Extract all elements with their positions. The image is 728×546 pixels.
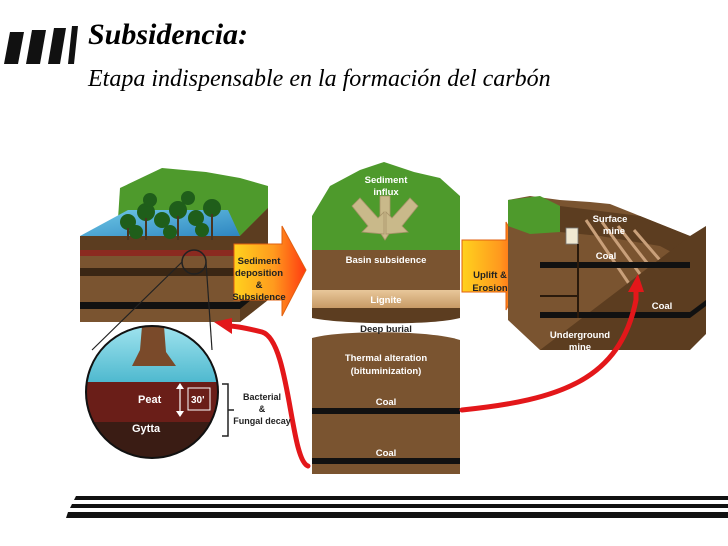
label-sediment-influx-2: influx bbox=[373, 187, 399, 198]
mining-block bbox=[508, 196, 706, 350]
label-sediment-influx-1: Sediment bbox=[365, 175, 409, 186]
red-cycle-arrowhead-left bbox=[214, 318, 232, 334]
label-lignite: Lignite bbox=[370, 295, 401, 306]
zoom-line-left bbox=[91, 261, 183, 351]
red-cycle-arrowhead-up bbox=[628, 274, 644, 292]
label-sediment-deposition-3: & bbox=[256, 280, 263, 291]
label-uplift-2: Erosion bbox=[472, 283, 508, 294]
zoom-line-right bbox=[205, 261, 213, 351]
label-decay-2: & bbox=[259, 404, 266, 414]
basin-block bbox=[312, 162, 460, 474]
label-surface-mine-2: mine bbox=[603, 226, 625, 237]
label-peat: Peat bbox=[138, 394, 162, 406]
label-uplift-1: Uplift & bbox=[473, 270, 507, 281]
label-coal-mine-right: Coal bbox=[652, 301, 673, 312]
label-thermal-alteration-2: (bituminization) bbox=[351, 366, 422, 377]
slide-title: Subsidencia: bbox=[88, 18, 249, 51]
slide-subtitle: Etapa indispensable en la formación del … bbox=[88, 66, 551, 92]
coal-formation-diagram: Sediment deposition & Subsidence Uplift … bbox=[80, 162, 706, 474]
label-sediment-deposition-4: Subsidence bbox=[232, 292, 285, 303]
red-cycle-return bbox=[225, 323, 311, 469]
label-thermal-alteration-1: Thermal alteration bbox=[345, 353, 428, 364]
label-coal-mine-upper: Coal bbox=[596, 251, 617, 262]
label-decay-3: Fungal decay bbox=[233, 416, 291, 426]
decay-bracket bbox=[222, 383, 234, 437]
swamp-trees bbox=[120, 191, 221, 239]
label-thickness: 30' bbox=[191, 395, 205, 406]
label-underground-mine-1: Underground bbox=[550, 330, 610, 341]
sediment-deposition-arrow bbox=[233, 225, 307, 317]
label-basin-subsidence: Basin subsidence bbox=[346, 255, 427, 266]
label-coal-lower: Coal bbox=[376, 448, 397, 459]
label-sediment-deposition-2: deposition bbox=[235, 268, 283, 279]
footer-rules-decoration bbox=[66, 496, 728, 518]
label-underground-mine-2: mine bbox=[569, 342, 591, 353]
label-surface-mine-1: Surface bbox=[593, 214, 628, 225]
label-deep-burial: Deep burial bbox=[360, 324, 412, 335]
label-gytta: Gytta bbox=[132, 423, 161, 435]
label-sediment-deposition-1: Sediment bbox=[238, 256, 282, 267]
swamp-block bbox=[80, 168, 268, 322]
label-decay-1: Bacterial bbox=[243, 392, 281, 402]
title-bars-decoration bbox=[4, 26, 78, 64]
label-coal-upper: Coal bbox=[376, 397, 397, 408]
